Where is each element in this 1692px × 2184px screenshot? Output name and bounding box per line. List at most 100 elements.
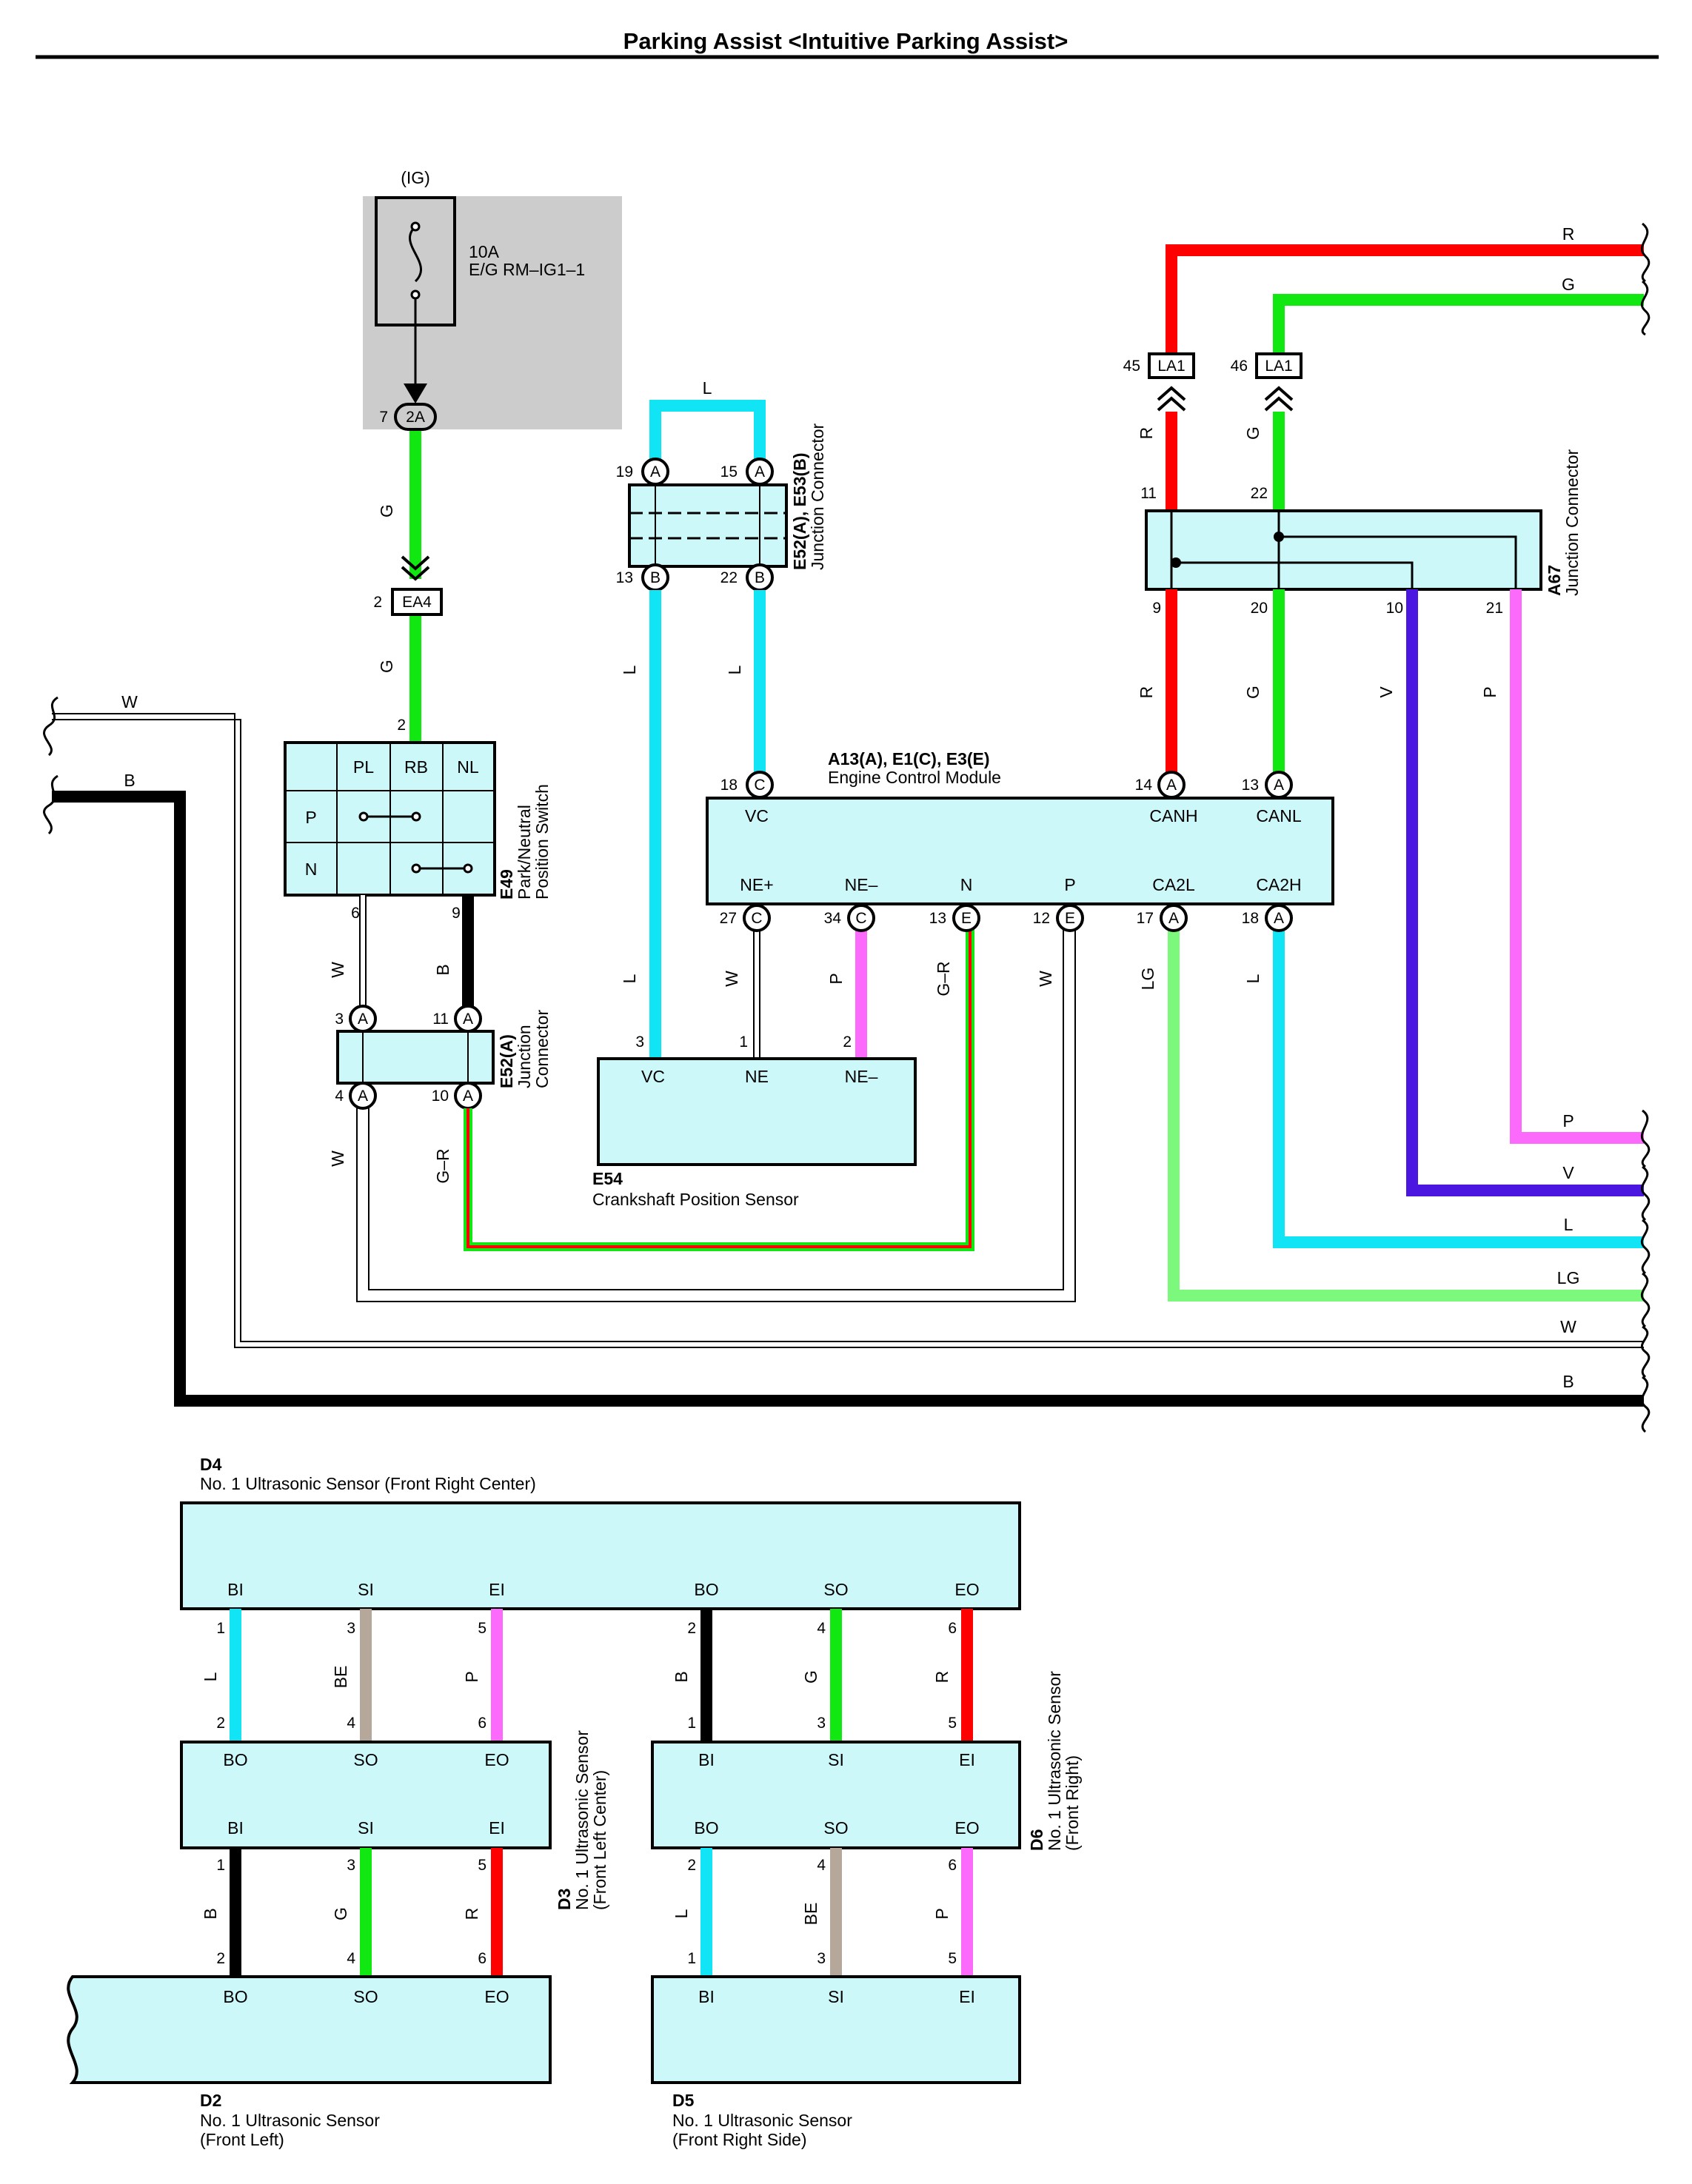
right-label-w: W — [1560, 1317, 1576, 1336]
d5-p3: 3 — [817, 1950, 826, 1967]
d6-eo: EO — [954, 1818, 979, 1838]
right-label-p: P — [1562, 1111, 1574, 1130]
ecm-n: N — [960, 875, 973, 894]
e52a-p3: 3 — [335, 1011, 344, 1028]
wire-b-long — [52, 791, 1644, 1407]
e52a-id: E52(A) — [497, 1034, 516, 1088]
svg-text:A: A — [1274, 910, 1284, 927]
e49-id: E49 — [497, 869, 516, 900]
d5-id: D5 — [672, 2091, 695, 2110]
fuse-arrow-icon — [404, 383, 427, 403]
fuse-pin-top-icon — [410, 221, 421, 232]
wire-label-lg: LG — [1138, 968, 1157, 991]
d3-p6: 6 — [478, 1715, 486, 1732]
d3-p5: 5 — [478, 1857, 486, 1874]
ecm-pin-vc: C — [746, 771, 774, 799]
e49-col-nl: NL — [457, 757, 479, 777]
svg-text:A: A — [1166, 777, 1177, 794]
d3-p4: 4 — [347, 1715, 355, 1732]
d3-p1: 1 — [216, 1857, 225, 1874]
wire-label-br-3: P — [932, 1908, 952, 1919]
ecm-pin-12: E — [1056, 904, 1084, 932]
ecm-pin-13: E — [952, 904, 980, 932]
d2-p4: 4 — [347, 1950, 355, 1967]
wire-label-bl-2: G — [331, 1907, 350, 1920]
page-title: Parking Assist <Intuitive Parking Assist… — [623, 28, 1069, 54]
wire-label-r2: R — [1137, 686, 1156, 699]
e49-pin9: 9 — [452, 905, 461, 922]
wire-label-p-ne: P — [826, 973, 846, 984]
wire-label-g1: G — [377, 504, 396, 517]
d3-p2: 2 — [216, 1715, 225, 1732]
e54-p1: 1 — [739, 1034, 748, 1051]
d4-si: SI — [358, 1580, 374, 1599]
right-label-r: R — [1562, 224, 1575, 244]
la1-45: LA1 — [1148, 352, 1195, 379]
wire-label-l-loop: L — [703, 378, 712, 398]
wire-l-ca2h — [1273, 918, 1644, 1248]
d6-p3: 3 — [817, 1715, 826, 1732]
wire-break-icon — [43, 774, 58, 835]
ea4-label: EA4 — [402, 594, 432, 611]
right-label-b: B — [1562, 1372, 1574, 1391]
conn-2a-pin: 7 — [379, 409, 388, 426]
e49-col-rb: RB — [404, 757, 428, 777]
wire-break-icon — [1640, 222, 1651, 1433]
e52e53-id: E52(A), E53(B) — [790, 453, 809, 570]
d2-p2: 2 — [216, 1950, 225, 1967]
wire-v — [1406, 589, 1644, 1196]
la1-p46: 46 — [1231, 358, 1248, 375]
wire-r-main — [1166, 244, 1644, 357]
wire-label-tl-3: P — [462, 1671, 481, 1682]
ecm-p13b: 13 — [929, 910, 946, 927]
d5-p1: 1 — [687, 1950, 696, 1967]
a67-p21: 21 — [1486, 600, 1503, 617]
wire-label-g3: G — [1243, 686, 1263, 699]
wire-label-l-right: L — [725, 665, 744, 674]
e52e53-pin-15: A — [746, 458, 774, 486]
ecm-p13t: 13 — [1242, 777, 1259, 794]
e52e53-p19: 19 — [616, 463, 633, 480]
ecm-pin-34: C — [847, 904, 875, 932]
svg-text:E: E — [961, 910, 972, 927]
ecm-p: P — [1064, 875, 1075, 894]
wire-label-v: V — [1377, 686, 1396, 698]
a67-name: Junction Connector — [1562, 449, 1582, 596]
d3-bi: BI — [227, 1818, 244, 1838]
e52e53-pin-19: A — [641, 458, 669, 486]
e52e53-p15: 15 — [720, 463, 738, 480]
e52a-pin-4: A — [349, 1082, 377, 1110]
d2-p6: 6 — [478, 1950, 486, 1967]
d5-bi: BI — [698, 1987, 715, 2006]
a67-p20: 20 — [1251, 600, 1268, 617]
d3-ei: EI — [489, 1818, 505, 1838]
e49-pin-top: 2 — [397, 717, 406, 734]
ecm-p34: 34 — [824, 910, 842, 927]
wire-label-g-a67: G — [1243, 426, 1263, 440]
wire-label-g2: G — [377, 660, 396, 673]
e49-switch-n-icon — [411, 863, 473, 874]
d2-box — [67, 1975, 552, 2084]
svg-text:A: A — [358, 1088, 368, 1105]
a67-splice — [1171, 557, 1181, 568]
svg-text:LA1: LA1 — [1157, 358, 1185, 375]
d6-bi: BI — [698, 1750, 715, 1769]
d6-p1: 1 — [687, 1715, 696, 1732]
d2-eo: EO — [484, 1987, 509, 2006]
wire-l-loop — [649, 400, 766, 459]
d4-p3: 3 — [347, 1620, 355, 1637]
wire-g-main — [1273, 294, 1644, 357]
ecm-p18: 18 — [720, 777, 738, 794]
d4-p5: 5 — [478, 1620, 486, 1637]
wire-label-tr-2: G — [801, 1670, 820, 1684]
a67-splice — [1274, 532, 1284, 542]
d6-so: SO — [823, 1818, 848, 1838]
ecm-pin-canl: A — [1265, 771, 1293, 799]
d4-so: SO — [823, 1580, 848, 1599]
svg-text:C: C — [751, 910, 762, 927]
wire-break-icon — [43, 696, 58, 757]
wire-label-w-loop: W — [328, 1150, 347, 1167]
e49-switch-p-icon — [358, 811, 421, 822]
la1-p45: 45 — [1123, 358, 1140, 375]
e52a-name1: Junction — [515, 1025, 534, 1088]
